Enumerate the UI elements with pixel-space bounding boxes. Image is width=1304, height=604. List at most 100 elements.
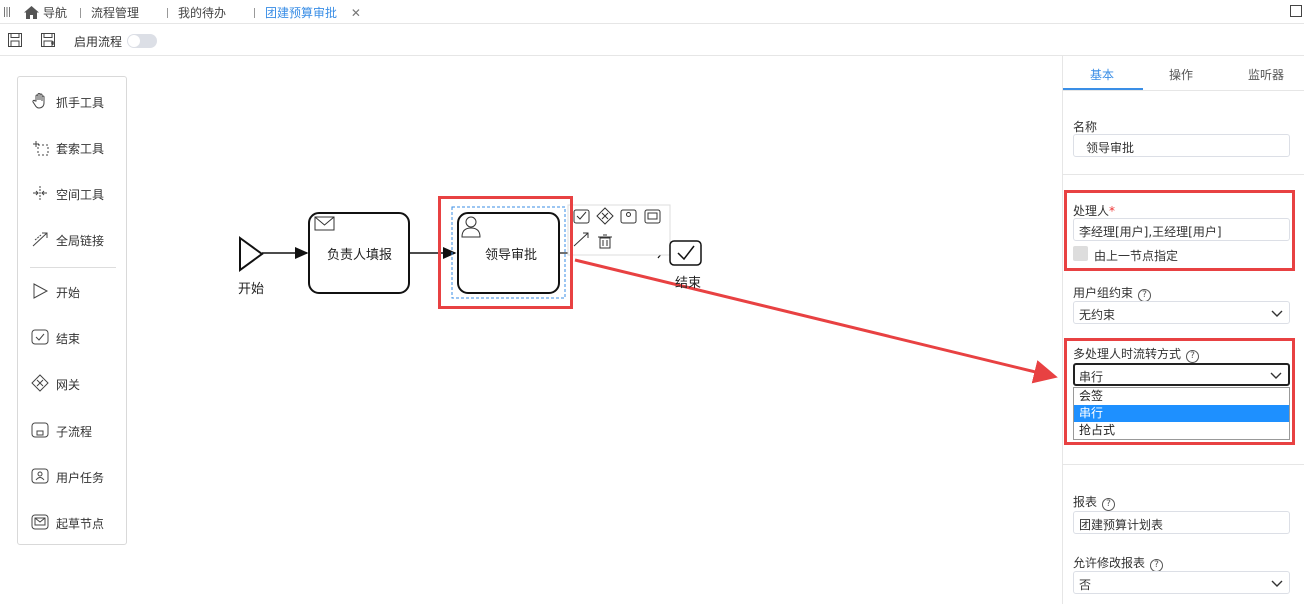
close-icon[interactable]: ✕ <box>350 6 361 20</box>
option-preemptive[interactable]: 抢占式 <box>1079 423 1116 437</box>
name-input[interactable]: 领导审批 <box>1073 134 1290 157</box>
tab-process-management[interactable]: 流程管理 <box>80 4 139 20</box>
multi-mode-dropdown: 会签 串行 抢占式 <box>1073 387 1290 440</box>
selection-outline <box>451 206 566 299</box>
prev-node-label: 由上一节点指定 <box>1094 249 1179 263</box>
envelope-icon <box>314 216 335 231</box>
option-serial[interactable]: 串行 <box>1074 405 1289 422</box>
connect-icon[interactable] <box>573 232 589 247</box>
allow-edit-select[interactable]: 否 <box>1073 571 1290 594</box>
palette-label: 套索工具 <box>56 142 105 156</box>
handler-input[interactable]: 李经理[用户],王经理[用户] <box>1073 218 1290 241</box>
tab-label: 流程管理 <box>91 6 140 20</box>
end-label: 结束 <box>675 276 702 291</box>
palette-gateway[interactable]: 网关 <box>28 371 123 395</box>
append-user-task-icon[interactable] <box>620 209 637 224</box>
user-icon <box>461 216 481 238</box>
palette-label: 全局链接 <box>56 234 105 248</box>
group-constraint-select[interactable]: 无约束 <box>1073 301 1290 324</box>
home-icon <box>24 6 39 22</box>
panel-tab-divider <box>1063 90 1304 91</box>
palette-end-event[interactable]: 结束 <box>28 325 123 349</box>
panel-tab-basic[interactable]: 基本 <box>1090 68 1115 82</box>
chevron-down-icon <box>1270 369 1282 383</box>
section-divider <box>1063 174 1304 175</box>
name-label: 名称 <box>1073 120 1098 134</box>
highlight-box-handler <box>1064 190 1295 271</box>
chevron-down-icon <box>1271 577 1283 591</box>
prev-node-checkbox[interactable] <box>1073 246 1088 261</box>
palette-user-task[interactable]: 用户任务 <box>28 464 123 488</box>
subprocess-icon <box>31 421 49 439</box>
palette-label: 网关 <box>56 378 81 392</box>
multi-mode-select[interactable]: 串行 <box>1073 363 1290 386</box>
enable-process-toggle[interactable] <box>127 34 157 48</box>
palette-hand-tool[interactable]: 抓手工具 <box>28 89 123 113</box>
tab-label: 我的待办 <box>178 6 227 20</box>
tab-team-budget-approval[interactable]: 团建预算审批 ✕ <box>254 4 361 20</box>
report-value: 团建预算计划表 <box>1079 518 1164 532</box>
task-label: 负责人填报 <box>327 248 393 263</box>
menu-collapse-icon[interactable] <box>4 6 10 18</box>
panel-tab-listener[interactable]: 监听器 <box>1248 68 1285 82</box>
append-gateway-icon[interactable] <box>596 207 614 225</box>
palette-space-tool[interactable]: 空间工具 <box>28 181 123 205</box>
palette-subprocess[interactable]: 子流程 <box>28 418 123 442</box>
palette-global-connect[interactable]: 全局链接 <box>28 227 123 251</box>
palette-label: 结束 <box>56 332 81 346</box>
global-connect-icon <box>31 230 49 248</box>
end-event-icon <box>31 328 49 346</box>
trash-icon[interactable] <box>598 234 612 249</box>
user-task-icon <box>31 467 49 485</box>
palette-label: 开始 <box>56 286 81 300</box>
section-divider <box>1063 464 1304 465</box>
handler-value: 李经理[用户],王经理[用户] <box>1079 225 1222 239</box>
palette-draft-node[interactable]: 起草节点 <box>28 510 123 534</box>
checkmark-icon <box>677 245 695 261</box>
save-icon[interactable] <box>8 33 22 50</box>
tab-my-todo[interactable]: 我的待办 <box>167 4 226 20</box>
enable-process-label: 启用流程 <box>74 35 123 49</box>
space-tool-icon <box>31 184 49 202</box>
palette-label: 子流程 <box>56 425 93 439</box>
end-event[interactable] <box>669 240 702 266</box>
maximize-icon[interactable] <box>1290 5 1302 17</box>
help-icon: ? <box>1186 350 1200 363</box>
hand-icon <box>31 92 49 110</box>
group-constraint-label: 用户组约束? <box>1073 284 1152 302</box>
report-label: 报表? <box>1073 493 1116 511</box>
highlight-box-node <box>438 196 573 309</box>
tool-palette: 抓手工具 套索工具 空间工具 全局链接 开始 结束 网关 子流程 用户任务 起草… <box>17 76 127 545</box>
context-pad <box>567 204 671 256</box>
palette-lasso-tool[interactable]: 套索工具 <box>28 135 123 159</box>
multi-mode-label: 多处理人时流转方式? <box>1073 345 1200 363</box>
append-end-event-icon[interactable] <box>573 209 590 224</box>
tab-home[interactable]: 导航 <box>24 4 67 20</box>
save-as-icon[interactable] <box>41 33 56 50</box>
active-tab-indicator <box>1063 88 1143 90</box>
report-input[interactable]: 团建预算计划表 <box>1073 511 1290 534</box>
option-countersign[interactable]: 会签 <box>1079 389 1104 403</box>
palette-label: 用户任务 <box>56 471 105 485</box>
tab-label: 团建预算审批 <box>265 6 338 20</box>
start-label: 开始 <box>238 282 265 297</box>
start-event-icon <box>31 282 49 300</box>
group-constraint-value: 无约束 <box>1079 308 1116 322</box>
chevron-down-icon <box>1271 307 1283 321</box>
panel-tab-operation[interactable]: 操作 <box>1169 68 1194 82</box>
name-value: 领导审批 <box>1086 141 1135 155</box>
start-event[interactable] <box>239 236 264 272</box>
palette-label: 空间工具 <box>56 188 105 202</box>
append-draft-node-icon[interactable] <box>644 209 661 224</box>
palette-start-event[interactable]: 开始 <box>28 279 123 303</box>
lasso-icon <box>31 138 49 156</box>
gateway-icon <box>31 374 49 392</box>
draft-node-icon <box>31 513 49 531</box>
help-icon: ? <box>1102 498 1116 511</box>
allow-edit-value: 否 <box>1079 578 1092 592</box>
task-label: 领导审批 <box>485 248 538 263</box>
annotation-arrow <box>574 258 1058 384</box>
multi-mode-value: 串行 <box>1079 370 1104 384</box>
palette-divider <box>30 267 116 268</box>
